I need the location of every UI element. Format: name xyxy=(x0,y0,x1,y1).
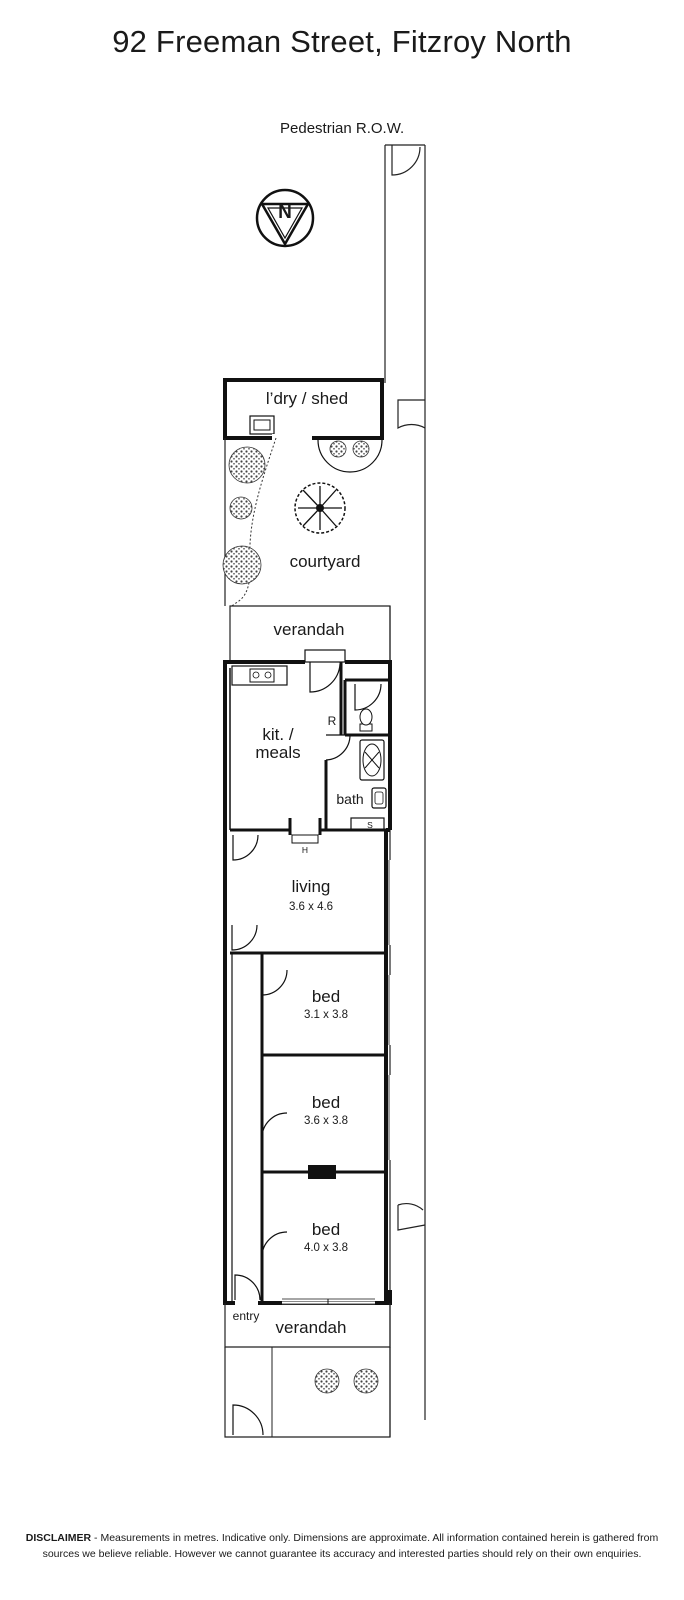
shrub-icon xyxy=(314,1368,379,1394)
disclaimer: DISCLAIMER - Measurements in metres. Ind… xyxy=(14,1530,670,1562)
living-dims: 3.6 x 4.6 xyxy=(289,901,333,913)
shower-marker: S xyxy=(367,820,373,830)
bath-label: bath xyxy=(336,791,363,807)
entry-door xyxy=(234,1274,261,1305)
rear-verandah-label: verandah xyxy=(274,620,345,639)
heater-marker: H xyxy=(302,845,308,855)
hallway xyxy=(231,924,258,1303)
pedestrian-row-label: Pedestrian R.O.W. xyxy=(280,120,405,137)
courtyard: courtyard xyxy=(222,437,370,607)
page-title: 92 Freeman Street, Fitzroy North xyxy=(112,24,572,59)
bedroom-3: bed 4.0 x 3.8 xyxy=(261,1220,375,1305)
front-garden xyxy=(224,1347,391,1438)
kitchen-label-line1: kit. / xyxy=(262,725,293,744)
entry-label: entry xyxy=(233,1309,260,1323)
basin-icon xyxy=(371,787,387,809)
living-room: H living 3.6 x 4.6 xyxy=(230,818,392,955)
bedroom-1-dims: 3.1 x 3.8 xyxy=(304,1009,348,1021)
bedroom-2-label: bed xyxy=(312,1093,340,1112)
bedroom-3-dims: 4.0 x 3.8 xyxy=(304,1242,348,1254)
courtyard-label: courtyard xyxy=(290,552,361,571)
laundry-shed: l’dry / shed xyxy=(223,378,384,473)
front-verandah-label: verandah xyxy=(276,1318,347,1337)
bedroom-1-label: bed xyxy=(312,987,340,1006)
shrub-icon xyxy=(222,440,370,585)
kitchen-meals: R kit. / meals xyxy=(229,649,351,830)
bath-tub-icon xyxy=(359,739,385,781)
refrigerator-marker: R xyxy=(328,714,337,728)
floor-plan: N l’dry / shed xyxy=(222,144,426,1438)
kitchen-label-line2: meals xyxy=(255,743,300,762)
bedroom-2-dims: 3.6 x 3.8 xyxy=(304,1115,348,1127)
compass-letter: N xyxy=(278,202,292,223)
bathroom: S bath xyxy=(336,678,390,831)
bedroom-3-label: bed xyxy=(312,1220,340,1239)
disclaimer-heading: DISCLAIMER xyxy=(25,1532,92,1544)
toilet-icon xyxy=(359,708,373,732)
disclaimer-text: - Measurements in metres. Indicative onl… xyxy=(42,1532,659,1560)
rear-verandah: verandah xyxy=(229,605,391,680)
laundry-label: l’dry / shed xyxy=(266,389,348,408)
tree-icon xyxy=(294,482,346,534)
front-verandah: entry verandah xyxy=(224,1303,391,1348)
living-label: living xyxy=(292,877,331,896)
north-compass-icon: N xyxy=(255,188,315,248)
bedroom-2: bed 3.6 x 3.8 xyxy=(261,1075,392,1179)
